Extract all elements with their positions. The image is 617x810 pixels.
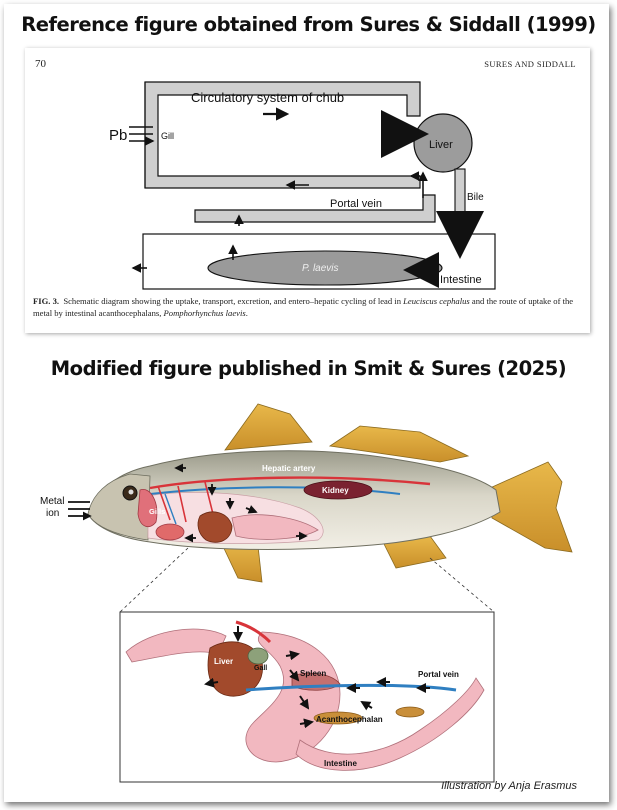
heart-shape xyxy=(155,523,185,541)
metal-ion-label-1: Metal xyxy=(40,496,64,507)
portal-vein-label: Portal vein xyxy=(330,198,382,210)
inset-spleen-label: Spleen xyxy=(300,669,326,678)
running-head: SURES AND SIDDALL xyxy=(484,59,576,69)
gills-shape xyxy=(137,489,158,528)
circulatory-loop xyxy=(144,81,421,189)
dorsal-fin-front xyxy=(224,403,313,451)
circulatory-diagram: Circulatory system of chub Pb Gill Liver… xyxy=(109,81,496,290)
kidney-label: Kidney xyxy=(322,486,349,495)
pb-arrows xyxy=(129,126,153,141)
inset-gall-label: Gall xyxy=(254,665,267,672)
liver-label: Liver xyxy=(429,139,453,151)
heart-label: Heart xyxy=(153,543,173,552)
inset-stomach xyxy=(245,631,341,763)
dorsal-fin-rear xyxy=(328,425,470,463)
inset-acanthocephalan-2 xyxy=(395,706,425,718)
gills-label: Gills xyxy=(149,507,165,516)
fish-illustration: Metal ion Hepatic artery Kidney Gills He… xyxy=(40,403,573,783)
inset-acanthocephalan-1 xyxy=(313,711,363,725)
intestine-label: Intestine xyxy=(440,274,482,286)
inset-intestine-label: Intestine xyxy=(324,759,357,768)
portal-vein-band xyxy=(194,194,436,223)
inset-connector-right xyxy=(429,557,495,613)
liver-organ xyxy=(197,511,233,543)
parasite-label: P. laevis xyxy=(302,263,339,274)
reference-paper-figure: 70 SURES AND SIDDALL Circulatory system … xyxy=(25,48,590,333)
bile-duct xyxy=(454,168,466,235)
modified-heading: Modified figure published in Smit & Sure… xyxy=(50,357,567,380)
bile-label: Bile xyxy=(467,192,484,203)
pb-label: Pb xyxy=(109,127,127,144)
metal-ion-arrows xyxy=(68,501,90,516)
inset-gall xyxy=(247,647,269,665)
inset-intestine xyxy=(295,677,485,771)
tail-fin xyxy=(489,461,573,553)
kidney-shape xyxy=(303,480,373,500)
metal-ion-label-2: ion xyxy=(46,508,59,519)
inset-portal-vein-label: Portal vein xyxy=(418,670,459,679)
gill-label: Gill xyxy=(161,131,174,141)
page-number: 70 xyxy=(35,58,46,70)
inset-liver-label: Liver xyxy=(214,657,233,666)
illustration-credit: Illustration by Anja Erasmus xyxy=(441,780,577,792)
figure-caption: FIG. 3. Schematic diagram showing the up… xyxy=(33,296,574,318)
inset-connector-left xyxy=(119,547,189,613)
inset-acanthocephalan-label: Acanthocephalan xyxy=(316,715,383,724)
intestine-box xyxy=(142,233,496,290)
hepatic-artery-line xyxy=(149,476,431,490)
intestine-organ xyxy=(231,514,319,540)
inset-artery xyxy=(235,620,272,644)
circulatory-title: Circulatory system of chub xyxy=(191,90,344,105)
reference-heading: Reference figure obtained from Sures & S… xyxy=(21,13,596,36)
parasite-shape xyxy=(207,250,443,286)
hepatic-artery-label: Hepatic artery xyxy=(262,464,316,473)
